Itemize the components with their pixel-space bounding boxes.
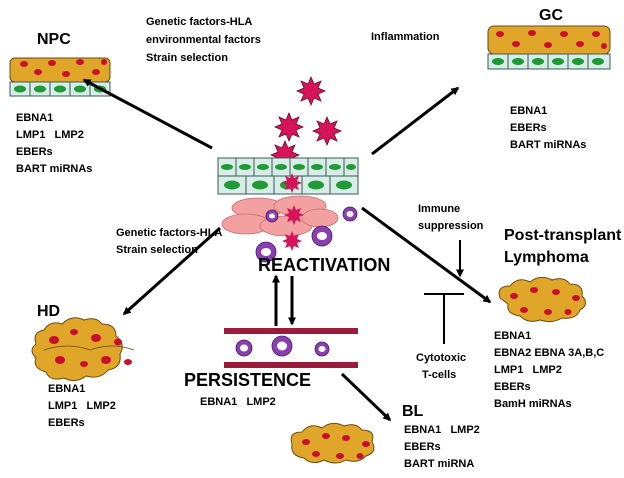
central-epithelium: [217, 157, 359, 195]
hd-expression-3: EBERs: [48, 417, 85, 429]
post-transplant-label-2: Lymphoma: [504, 249, 589, 266]
arrows: [82, 78, 492, 422]
arrow-to-bl: [340, 372, 392, 422]
virions: [269, 75, 343, 171]
arrow-to-gc: [371, 86, 460, 156]
post-transplant-label-1: Post-transplant: [504, 227, 622, 244]
npc-arrow-factor-3: Strain selection: [146, 52, 228, 64]
npc-expression-1: EBNA1: [16, 112, 54, 124]
bl-label: BL: [402, 403, 424, 420]
bl-tumor-cells: [290, 422, 375, 464]
npc-arrow-factor-1: Genetic factors-HLA: [146, 16, 253, 28]
npc-expression-4: BART miRNAs: [16, 163, 93, 175]
arrow-to-npc: [82, 78, 213, 150]
ptld-expression-3: LMP1 LMP2: [494, 364, 562, 376]
hd-arrow-factor-2: Strain selection: [116, 244, 198, 256]
hd-expression-1: EBNA1: [48, 383, 86, 395]
gc-expression-2: EBERs: [510, 122, 547, 134]
npc-label: NPC: [37, 31, 71, 48]
cytotoxic-inhibition-bar: [424, 293, 464, 344]
npc-tumor-cells: [9, 57, 111, 83]
reactivation-label: REACTIVATION: [258, 255, 391, 275]
gc-arrow-factor: Inflammation: [371, 31, 440, 43]
hd-label: HD: [37, 303, 61, 320]
immune-suppression-label-1: Immune: [418, 203, 461, 215]
ptld-expression-5: BamH miRNAs: [494, 398, 572, 410]
infected-b-cells: [255, 206, 358, 263]
immune-suppression-label-2: suppression: [418, 220, 484, 232]
gc-expression-1: EBNA1: [510, 105, 548, 117]
gc-label: GC: [539, 7, 563, 24]
bl-expression-3: BART miRNA: [404, 458, 475, 470]
gc-epithelial-layer: [487, 53, 611, 70]
hd-expression-2: LMP1 LMP2: [48, 400, 116, 412]
gc-tumor-cells: [487, 25, 611, 55]
persistence-label: PERSISTENCE: [184, 370, 312, 390]
gc-tissue-illustration: [487, 25, 611, 70]
arrow-to-hd: [122, 226, 222, 316]
npc-tissue-illustration: [9, 57, 111, 97]
bl-expression-1: EBNA1 LMP2: [404, 424, 480, 436]
ptld-tumor-cells: [498, 276, 586, 323]
gc-expression-3: BART miRNAs: [510, 139, 587, 151]
npc-epithelial-layer: [9, 81, 111, 97]
ptld-expression-1: EBNA1: [494, 330, 532, 342]
cytotoxic-label-2: T-cells: [422, 369, 457, 381]
bl-expression-2: EBERs: [404, 441, 441, 453]
arrow-to-ptld: [361, 206, 492, 304]
ptld-expression-2: EBNA2 EBNA 3A,B,C: [494, 347, 605, 359]
hd-arrow-factor-1: Genetic factors-HLA: [116, 227, 223, 239]
persistence-vessel: [224, 328, 358, 368]
cytotoxic-label-1: Cytotoxic: [416, 352, 467, 364]
npc-expression-2: LMP1 LMP2: [16, 129, 84, 141]
lamina-propria: [221, 195, 339, 251]
hd-tumor-cells: [31, 317, 135, 382]
npc-arrow-factor-2: environmental factors: [146, 34, 261, 46]
npc-expression-3: EBERs: [16, 146, 53, 158]
persistence-expression: EBNA1 LMP2: [200, 396, 276, 408]
ptld-expression-4: EBERs: [494, 381, 531, 393]
